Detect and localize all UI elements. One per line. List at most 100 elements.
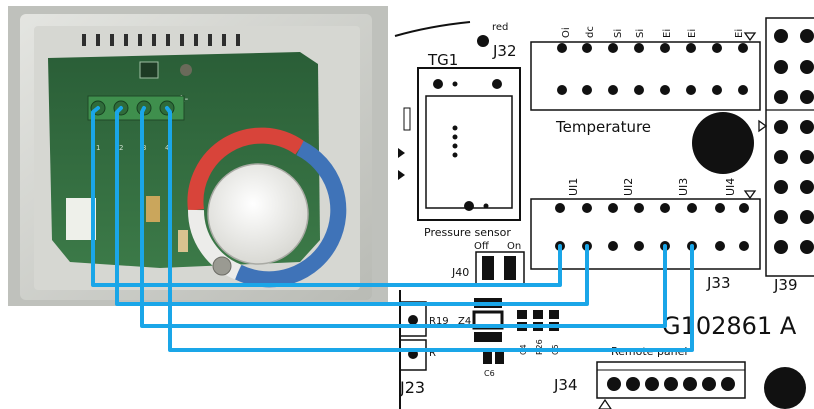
j39-pin-9 bbox=[800, 29, 814, 43]
j32-pin-label-2: dc bbox=[585, 26, 596, 38]
j39-pin-8 bbox=[774, 240, 788, 254]
j32-pin-b3 bbox=[608, 85, 618, 95]
j33-pin-a8 bbox=[739, 203, 749, 213]
j32-pin-a7 bbox=[712, 43, 722, 53]
pressure-sensor-inner bbox=[425, 95, 513, 209]
c6-pad-right bbox=[495, 352, 504, 364]
j32-pin-label-4: Si bbox=[635, 29, 646, 38]
j39-pin-12 bbox=[800, 120, 814, 134]
j33-pin-a2 bbox=[582, 203, 592, 213]
knob-red-arc bbox=[187, 127, 305, 212]
label-c6: C6 bbox=[484, 369, 495, 378]
j33-pin-b7 bbox=[715, 241, 725, 251]
label-temperature: Temperature bbox=[555, 118, 651, 136]
j39-pin-15 bbox=[800, 210, 814, 224]
j32-pin-b5 bbox=[660, 85, 670, 95]
ui-label-2: UI2 bbox=[622, 178, 635, 196]
j32-pin-a2 bbox=[582, 43, 592, 53]
mounting-screw bbox=[212, 256, 232, 276]
label-z4: Z4 bbox=[458, 316, 471, 327]
j32-pin-b2 bbox=[582, 85, 592, 95]
j32-pin-a6 bbox=[686, 43, 696, 53]
j39-pin-5 bbox=[774, 150, 788, 164]
j39-pin-6 bbox=[774, 180, 788, 194]
pcb-sensor bbox=[180, 64, 192, 76]
terminal-label-4: 4 bbox=[165, 144, 170, 152]
j32-pins bbox=[557, 43, 748, 95]
j40-switch-pin-2 bbox=[504, 256, 516, 280]
pressure-sensor-outline bbox=[417, 67, 521, 221]
ui-label-4: UI4 bbox=[724, 178, 737, 196]
wire-terminal-4-to-ui3-common bbox=[165, 106, 694, 352]
tg1-pin-4 bbox=[452, 125, 458, 131]
j32-pin-label-1: Oi bbox=[561, 27, 572, 38]
label-j23: J23 bbox=[399, 378, 425, 397]
j34-pin-6 bbox=[702, 377, 716, 391]
label-j32: J32 bbox=[492, 42, 517, 60]
red-dot bbox=[477, 35, 489, 47]
large-component bbox=[692, 112, 754, 174]
j33-connector bbox=[530, 198, 761, 270]
r19-pad bbox=[408, 315, 418, 325]
label-j40: J40 bbox=[451, 266, 469, 279]
wiring bbox=[91, 106, 694, 352]
pcb-resistor-2 bbox=[178, 230, 188, 252]
tg1-pin-6 bbox=[452, 143, 458, 149]
j33-pin-a6 bbox=[687, 203, 697, 213]
tg1-pin-9 bbox=[483, 203, 489, 209]
r26-pad-top bbox=[533, 310, 543, 319]
label-r: R bbox=[429, 348, 436, 359]
terminal-label-2: 2 bbox=[119, 144, 123, 152]
j33-pin-a5 bbox=[660, 203, 670, 213]
j34-pin-7 bbox=[721, 377, 735, 391]
j39-pin-2 bbox=[774, 60, 788, 74]
wire-terminal-2-to-ui1-common bbox=[115, 106, 589, 306]
knob-blue-arc bbox=[234, 140, 347, 288]
label-red: red bbox=[492, 22, 508, 33]
label-on: On bbox=[507, 241, 521, 252]
tg1-pin-2 bbox=[452, 81, 458, 87]
label-j33: J33 bbox=[706, 274, 731, 292]
j39-pin-7 bbox=[774, 210, 788, 224]
c6-pad-left bbox=[483, 352, 492, 364]
j32-pin-a5 bbox=[660, 43, 670, 53]
pcb-resistor bbox=[146, 196, 160, 222]
terminal-label-1: 1 bbox=[96, 144, 100, 152]
j39-pin-13 bbox=[800, 150, 814, 164]
edge-arrow-1 bbox=[398, 148, 405, 158]
j33-pin-a1 bbox=[555, 203, 565, 213]
label-tg1: TG1 bbox=[427, 51, 458, 69]
j39-pin-14 bbox=[800, 180, 814, 194]
tg1-pin-1 bbox=[433, 79, 443, 89]
j39-pin-1 bbox=[774, 29, 788, 43]
j32-pin-label-6: Ei bbox=[687, 29, 698, 38]
c4-pad-top bbox=[517, 310, 527, 319]
terminal-label-3: 3 bbox=[142, 144, 146, 152]
j34-pin1-marker bbox=[598, 398, 612, 409]
j33-pins bbox=[555, 203, 749, 251]
label-off: Off bbox=[474, 241, 490, 252]
j39-pin-3 bbox=[774, 90, 788, 104]
j34-connector bbox=[596, 361, 746, 399]
j32-pin-a8 bbox=[738, 43, 748, 53]
tg1-pin-7 bbox=[452, 152, 458, 158]
j33-pin-a4 bbox=[634, 203, 644, 213]
j33-pin-a3 bbox=[608, 203, 618, 213]
ui-label-1: UI1 bbox=[567, 178, 580, 196]
j32-pin-a4 bbox=[634, 43, 644, 53]
edge-tab-1 bbox=[403, 107, 411, 131]
j33-pin-b3 bbox=[608, 241, 618, 251]
j32-connector bbox=[530, 41, 761, 111]
j33-pin-b8 bbox=[739, 241, 749, 251]
label-pressure-sensor: Pressure sensor bbox=[424, 226, 511, 239]
edge-arrow-2 bbox=[398, 170, 405, 180]
label-j39: J39 bbox=[773, 276, 798, 294]
label-r26: R26 bbox=[535, 339, 544, 355]
j32-pin-b1 bbox=[557, 85, 567, 95]
ui-label-3: UI3 bbox=[677, 178, 690, 196]
label-r19: R19 bbox=[429, 316, 449, 327]
board-outline-curve bbox=[394, 21, 471, 37]
c5-pad-top bbox=[549, 310, 559, 319]
j39-arrow bbox=[758, 119, 768, 133]
